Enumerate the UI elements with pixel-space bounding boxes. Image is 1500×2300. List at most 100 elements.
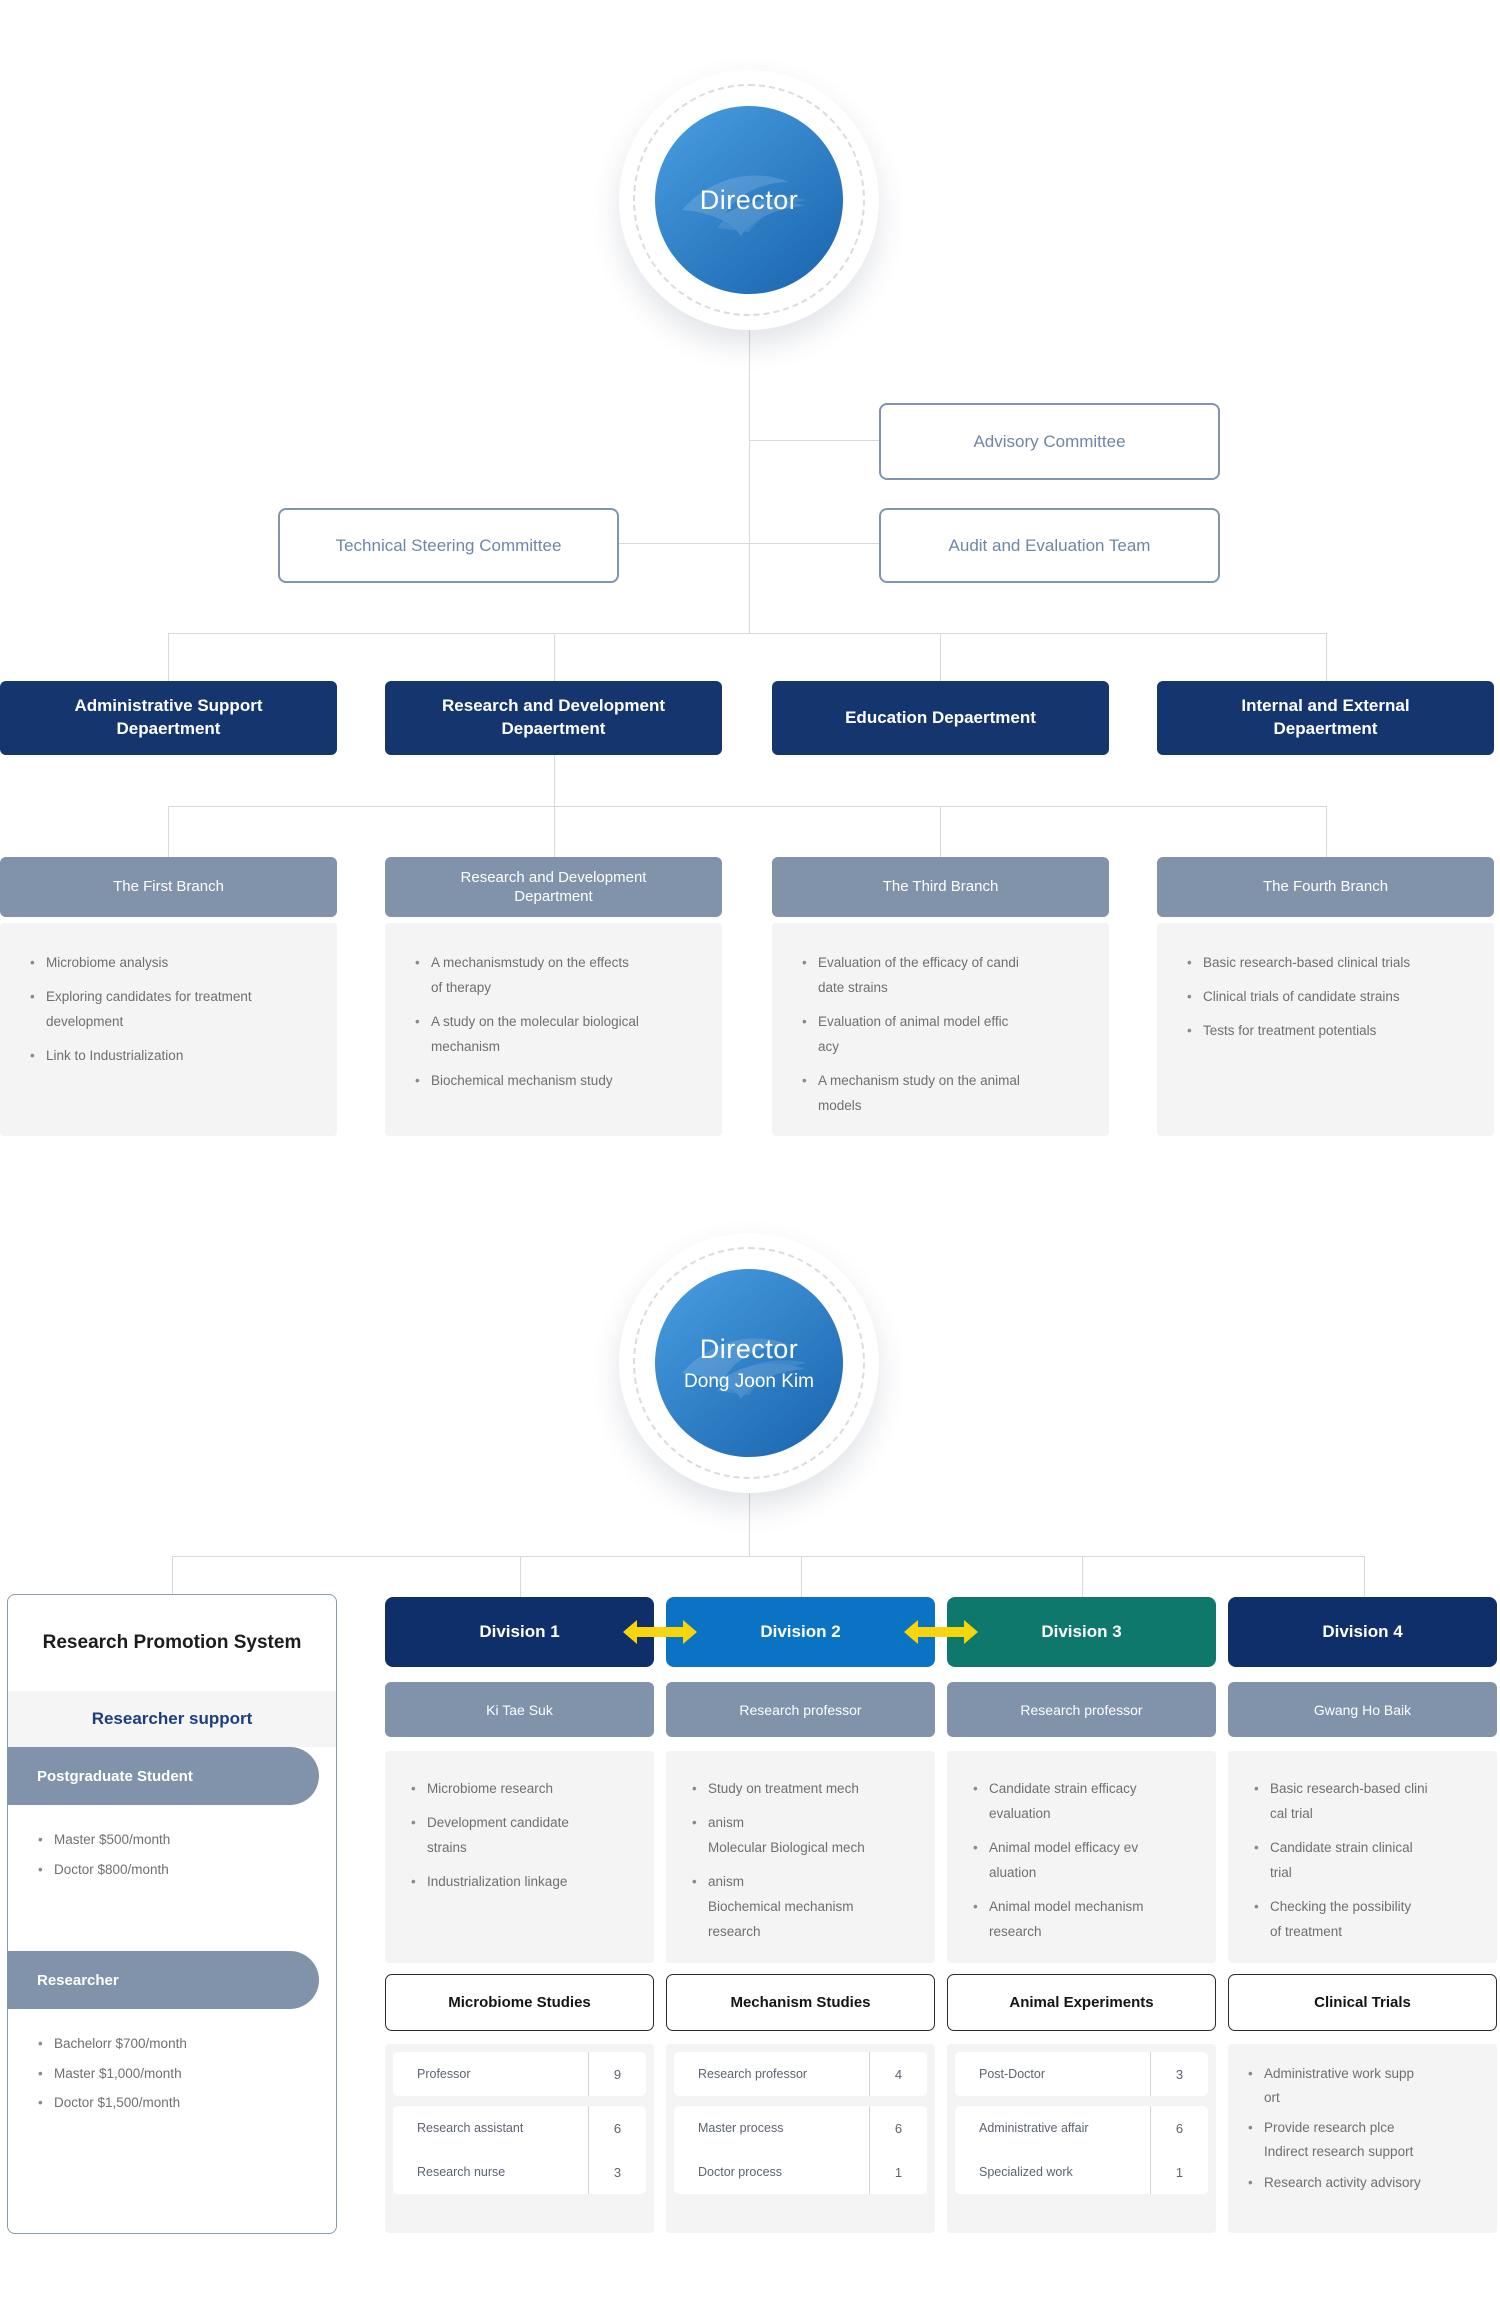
connector-line (1326, 806, 1327, 857)
task-item: Animal model efficacy ev aluation (973, 1836, 1202, 1886)
staff-table-division-2: Research professor 4 Master process 6 Do… (666, 2044, 935, 2233)
task-item: Basic research-based clinical trials (1187, 951, 1472, 976)
group-pill-researcher: Researcher (7, 1951, 319, 2009)
staff-role: Administrative affair (979, 2121, 1089, 2135)
task-item: Biochemical mechanism study (415, 1069, 700, 1094)
support-list-division-4: Administrative work supp ort Provide res… (1228, 2044, 1497, 2233)
staff-count: 6 (1150, 2106, 1208, 2150)
connector-line (749, 440, 879, 441)
dashed-ring (633, 84, 865, 316)
director-name: Dong Joon Kim (684, 1370, 814, 1392)
task-item: Microbiome research (411, 1777, 640, 1802)
staff-table-division-1: Professor 9 Research assistant 6 Researc… (385, 2044, 654, 2233)
division-tasks-1: Microbiome research Development candidat… (385, 1751, 654, 1963)
staff-role: Research nurse (417, 2165, 506, 2179)
logo-watermark-icon (682, 1338, 807, 1399)
task-item: Clinical trials of candidate strains (1187, 985, 1472, 1010)
task-item: Industrialization linkage (411, 1870, 640, 1895)
group-items-postgraduate: Master $500/month Doctor $800/month (38, 1829, 320, 1888)
staff-count: 6 (588, 2106, 646, 2150)
staff-role: Professor (417, 2067, 471, 2081)
director-label: Director (699, 1333, 799, 1364)
division-tasks-3: Candidate strain efficacy evaluation Ani… (947, 1751, 1216, 1963)
staff-role: Research professor (698, 2067, 808, 2081)
stipend-item: Master $1,000/month (38, 2063, 320, 2085)
support-item: Research activity advisory (1248, 2171, 1487, 2195)
task-item: Evaluation of animal model effic acy (802, 1010, 1087, 1060)
stipend-item: Bachelorr $700/month (38, 2033, 320, 2055)
connector-line (1364, 1556, 1365, 1597)
connector-line (940, 633, 941, 681)
staff-card: Research professor 4 (674, 2052, 927, 2096)
connector-line (749, 1493, 750, 1556)
connector-line (168, 633, 169, 681)
connector-line (554, 633, 555, 681)
staff-card: Administrative affair 6 Specialized work… (955, 2106, 1208, 2194)
branch-tasks-3: Evaluation of the efficacy of candi date… (772, 923, 1109, 1136)
staff-count: 4 (869, 2052, 927, 2096)
node-technical-steering-committee: Technical Steering Committee (278, 508, 619, 583)
staff-role: Doctor process (698, 2165, 783, 2179)
panel-title: Research Promotion System (42, 1632, 302, 1653)
staff-count: 6 (869, 2106, 927, 2150)
task-item: Microbiome analysis (30, 951, 315, 976)
connector-line (615, 543, 879, 544)
director-node-bottom: Director Dong Joon Kim (619, 1233, 879, 1493)
staff-card: Professor 9 (393, 2052, 646, 2096)
node-division-3: Division 3 (947, 1597, 1216, 1667)
node-advisory-committee: Advisory Committee (879, 403, 1220, 480)
connector-line (520, 1556, 521, 1597)
staff-count: 3 (588, 2150, 646, 2194)
staff-count: 3 (1150, 2052, 1208, 2096)
panel-subtitle: Researcher support (8, 1691, 336, 1747)
study-box-mechanism: Mechanism Studies (666, 1974, 935, 2031)
task-item: Study on treatment mech (692, 1777, 921, 1802)
node-department-4: Internal and External Depaertment (1157, 681, 1494, 755)
task-item: Animal model mechanism research (973, 1895, 1202, 1945)
node-department-3: Education Depaertment (772, 681, 1109, 755)
director-circle: Director (655, 106, 843, 294)
connector-line (168, 806, 1326, 807)
node-audit-evaluation-team: Audit and Evaluation Team (879, 508, 1220, 583)
node-division-1: Division 1 (385, 1597, 654, 1667)
stipend-item: Master $500/month (38, 1829, 320, 1851)
double-arrow-icon (623, 1620, 697, 1644)
connector-line (1082, 1556, 1083, 1597)
staff-count: 9 (588, 2052, 646, 2096)
task-item: anism Biochemical mechanism research (692, 1870, 921, 1945)
task-item: A mechanism study on the animal models (802, 1069, 1087, 1119)
staff-count: 1 (1150, 2150, 1208, 2194)
connector-line (172, 1556, 173, 1594)
director-label: Director (699, 184, 799, 215)
support-item: Administrative work supp ort (1248, 2062, 1487, 2109)
logo-watermark-icon (682, 175, 807, 236)
branch-header-2: Research and Development Department (385, 857, 722, 917)
task-item: Development candidate strains (411, 1811, 640, 1861)
director-node: Director (619, 70, 879, 330)
task-item: Exploring candidates for treatment devel… (30, 985, 315, 1035)
task-item: Candidate strain efficacy evaluation (973, 1777, 1202, 1827)
double-arrow-icon (904, 1620, 978, 1644)
task-item: Checking the possibility of treatment (1254, 1895, 1483, 1945)
division-head-1: Ki Tae Suk (385, 1682, 654, 1737)
connector-line (554, 806, 555, 857)
node-department-1: Administrative Support Depaertment (0, 681, 337, 755)
node-department-2: Research and Development Depaertment (385, 681, 722, 755)
group-pill-postgraduate: Postgraduate Student (7, 1747, 319, 1805)
staff-card: Research assistant 6 Research nurse 3 (393, 2106, 646, 2194)
division-head-2: Research professor (666, 1682, 935, 1737)
staff-table-division-3: Post-Doctor 3 Administrative affair 6 Sp… (947, 2044, 1216, 2233)
stipend-item: Doctor $800/month (38, 1859, 320, 1881)
staff-role: Specialized work (979, 2165, 1073, 2179)
research-promotion-panel: Research Promotion System Researcher sup… (7, 1594, 337, 2234)
group-items-researcher: Bachelorr $700/month Master $1,000/month… (38, 2033, 320, 2122)
task-item: Tests for treatment potentials (1187, 1019, 1472, 1044)
branch-tasks-1: Microbiome analysis Exploring candidates… (0, 923, 337, 1136)
connector-line (168, 633, 1326, 634)
task-item: Candidate strain clinical trial (1254, 1836, 1483, 1886)
staff-role: Research assistant (417, 2121, 524, 2135)
division-tasks-2: Study on treatment mech anism Molecular … (666, 1751, 935, 1963)
task-item: Link to Industrialization (30, 1044, 315, 1069)
branch-header-4: The Fourth Branch (1157, 857, 1494, 917)
connector-line (1326, 633, 1327, 681)
